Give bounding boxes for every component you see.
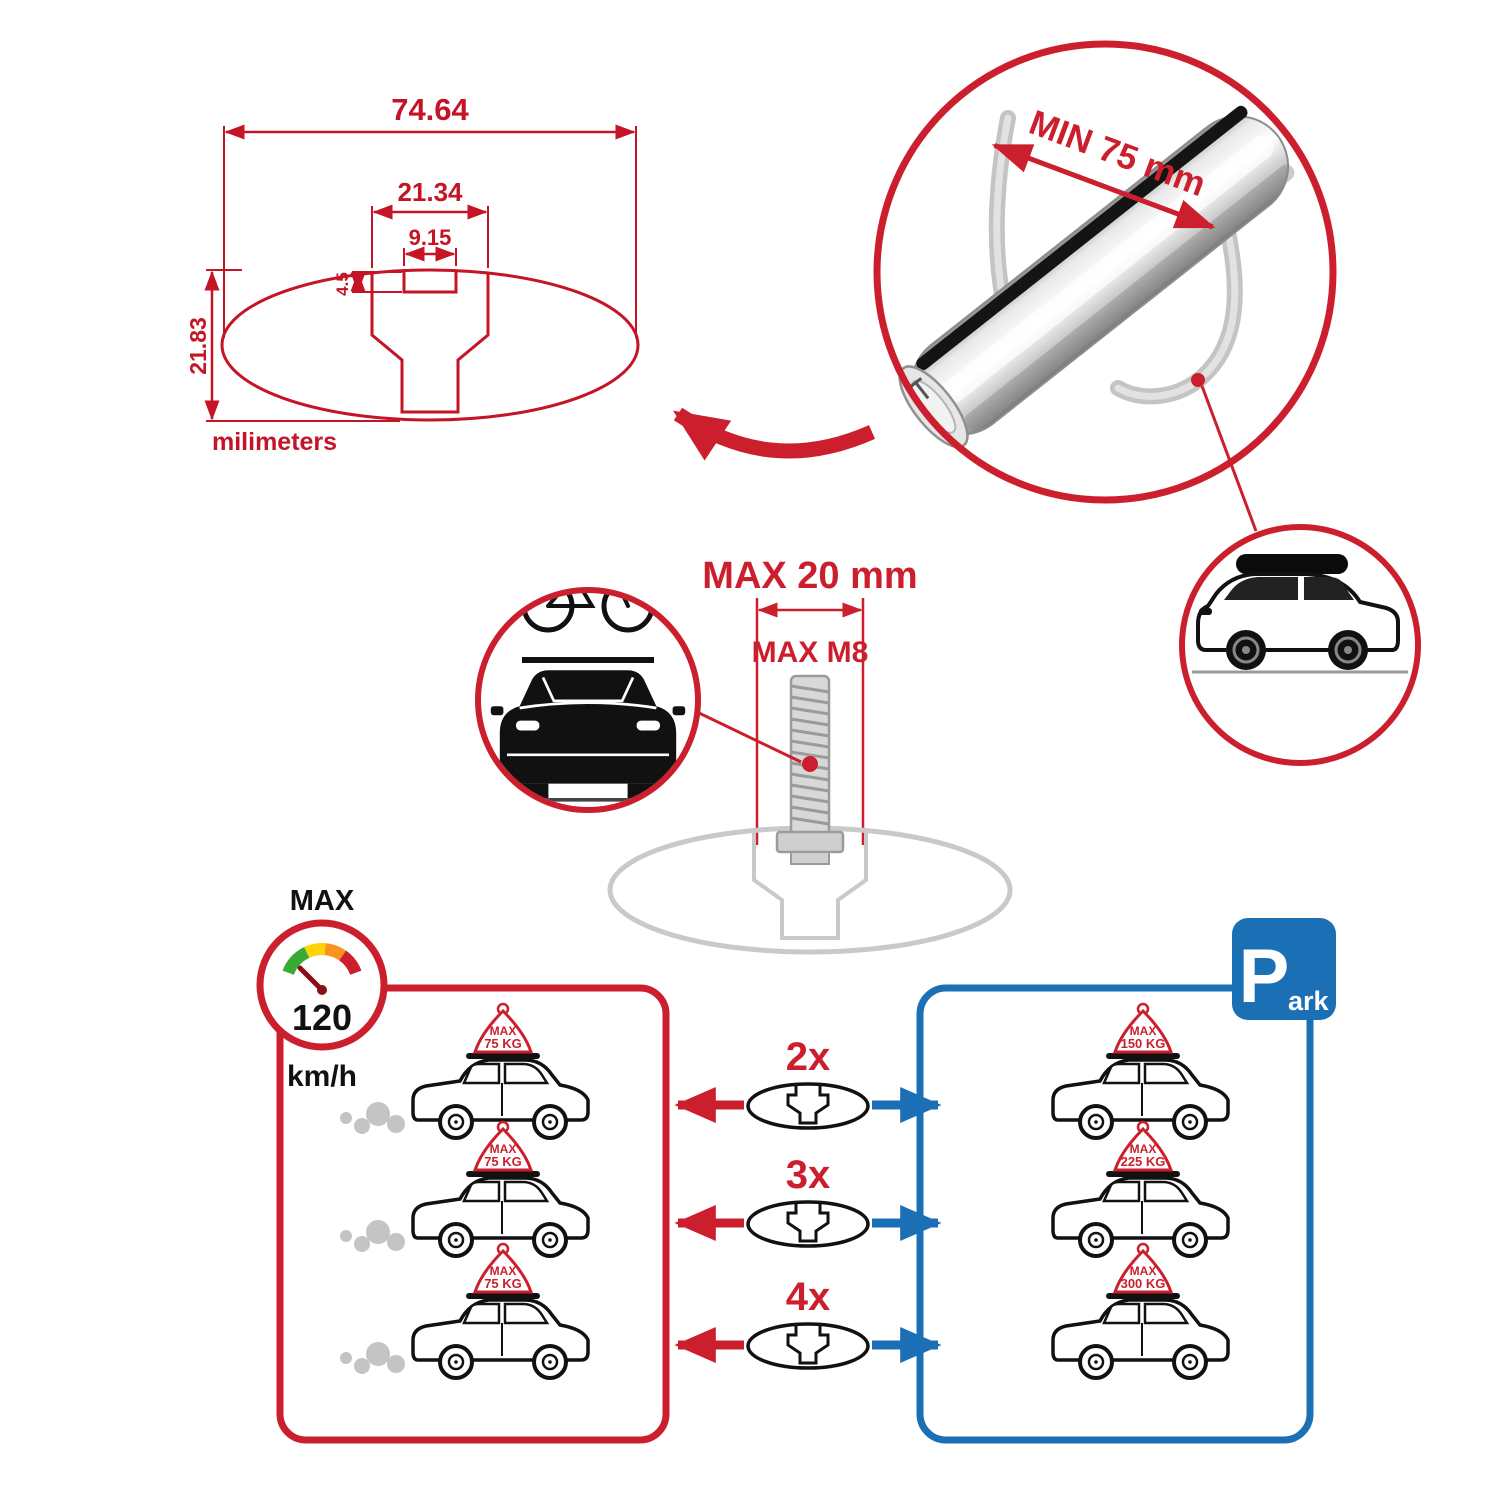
driving-car	[411, 1169, 590, 1258]
parking-suffix: ark	[1288, 986, 1330, 1016]
crossbar-profile-icon	[746, 1082, 870, 1130]
profile-channel	[370, 273, 490, 414]
comparison-row-3: MAX 75 KG 4x MAX 300 KG	[340, 1242, 1230, 1380]
parked-car	[1051, 1291, 1230, 1380]
arrow-bar-to-drawing	[673, 407, 876, 461]
bolt-max-width-label: MAX 20 mm	[702, 555, 917, 597]
callout-line-bike-circle	[696, 710, 802, 764]
sign-line1: MAX	[1130, 1142, 1157, 1156]
roof-box	[1236, 554, 1348, 574]
sign-line1: MAX	[490, 1264, 517, 1278]
drive-load-sign: MAX 75 KG	[473, 1242, 533, 1294]
suv-illustration	[1192, 554, 1408, 674]
sign-line2: 75 KG	[484, 1036, 522, 1051]
bolt-callout-dot	[802, 756, 818, 772]
gauge-arcs	[282, 943, 362, 976]
drive-load-sign: MAX 75 KG	[473, 1002, 533, 1054]
park-load-sign: MAX 300 KG	[1113, 1242, 1173, 1294]
sign-line2: 75 KG	[484, 1154, 522, 1169]
smoke-puffs	[340, 1220, 405, 1252]
speed-value: 120	[292, 997, 352, 1038]
parking-sign: P ark	[1232, 918, 1336, 1020]
dim-total-width: 74.64	[391, 92, 469, 127]
gauge-needle	[297, 965, 325, 993]
sign-line2: 225 KG	[1121, 1154, 1166, 1169]
profile-ellipse	[220, 268, 640, 422]
sign-line1: MAX	[490, 1142, 517, 1156]
smoke-puffs	[340, 1102, 405, 1134]
dim-lip-depth: 4.5	[333, 272, 352, 296]
driving-car	[411, 1051, 590, 1140]
dim-slot-inner: 9.15	[409, 225, 452, 250]
profile-notch	[402, 271, 458, 294]
parking-letter: P	[1239, 934, 1290, 1019]
multiplier-label: 2x	[786, 1035, 831, 1079]
sign-line1: MAX	[1130, 1264, 1157, 1278]
speed-unit: km/h	[287, 1060, 357, 1093]
park-load-sign: MAX 150 KG	[1113, 1002, 1173, 1054]
multiplier-label: 4x	[786, 1275, 831, 1319]
drive-load-sign: MAX 75 KG	[473, 1120, 533, 1172]
speed-max-label: MAX	[290, 885, 355, 917]
smoke-puffs	[340, 1342, 405, 1374]
multiplier-label: 3x	[786, 1153, 831, 1197]
dim-slot-outer: 21.34	[397, 177, 463, 207]
crossbar-profile-icon	[746, 1322, 870, 1370]
driving-panel	[276, 984, 670, 1444]
crossbar-profile-icon	[746, 1200, 870, 1248]
callout-line-to-suv	[1200, 385, 1258, 532]
unit-label: milimeters	[212, 428, 337, 456]
sign-line2: 300 KG	[1121, 1276, 1166, 1291]
parking-sign-square	[1232, 918, 1336, 1020]
parked-car	[1051, 1051, 1230, 1140]
bolt-diagram: MAX 20 mm MAX M8	[607, 555, 1013, 955]
clamp-callout-dot	[1191, 373, 1205, 387]
sign-line2: 75 KG	[484, 1276, 522, 1291]
comparison-row-1: MAX 75 KG 2x MAX 150 KG	[340, 1002, 1230, 1140]
park-load-sign: MAX 225 KG	[1113, 1120, 1173, 1172]
profile-technical-drawing: 74.64 21.34 9.15 4.5 21.83 milimeters	[185, 92, 640, 456]
dim-total-height: 21.83	[185, 317, 211, 375]
sign-line1: MAX	[490, 1024, 517, 1038]
sign-line2: 150 KG	[1121, 1036, 1166, 1051]
speed-limit-badge: MAX 120 km/h	[256, 885, 388, 1093]
t-bolt	[775, 674, 845, 865]
sign-line1: MAX	[1130, 1024, 1157, 1038]
driving-car	[411, 1291, 590, 1380]
comparison-row-2: MAX 75 KG 3x MAX 225 KG	[340, 1120, 1230, 1258]
bike-car-circle	[475, 587, 701, 813]
bolt-head	[775, 830, 845, 854]
suv-roofbox-circle	[1179, 524, 1421, 766]
bar-circle-ring	[873, 40, 1337, 504]
bolt-max-thread-label: MAX M8	[752, 636, 869, 669]
parked-car	[1051, 1169, 1230, 1258]
bar-detail-circle: MIN 75 mm	[873, 40, 1337, 532]
min-span-arrow	[991, 143, 1216, 230]
